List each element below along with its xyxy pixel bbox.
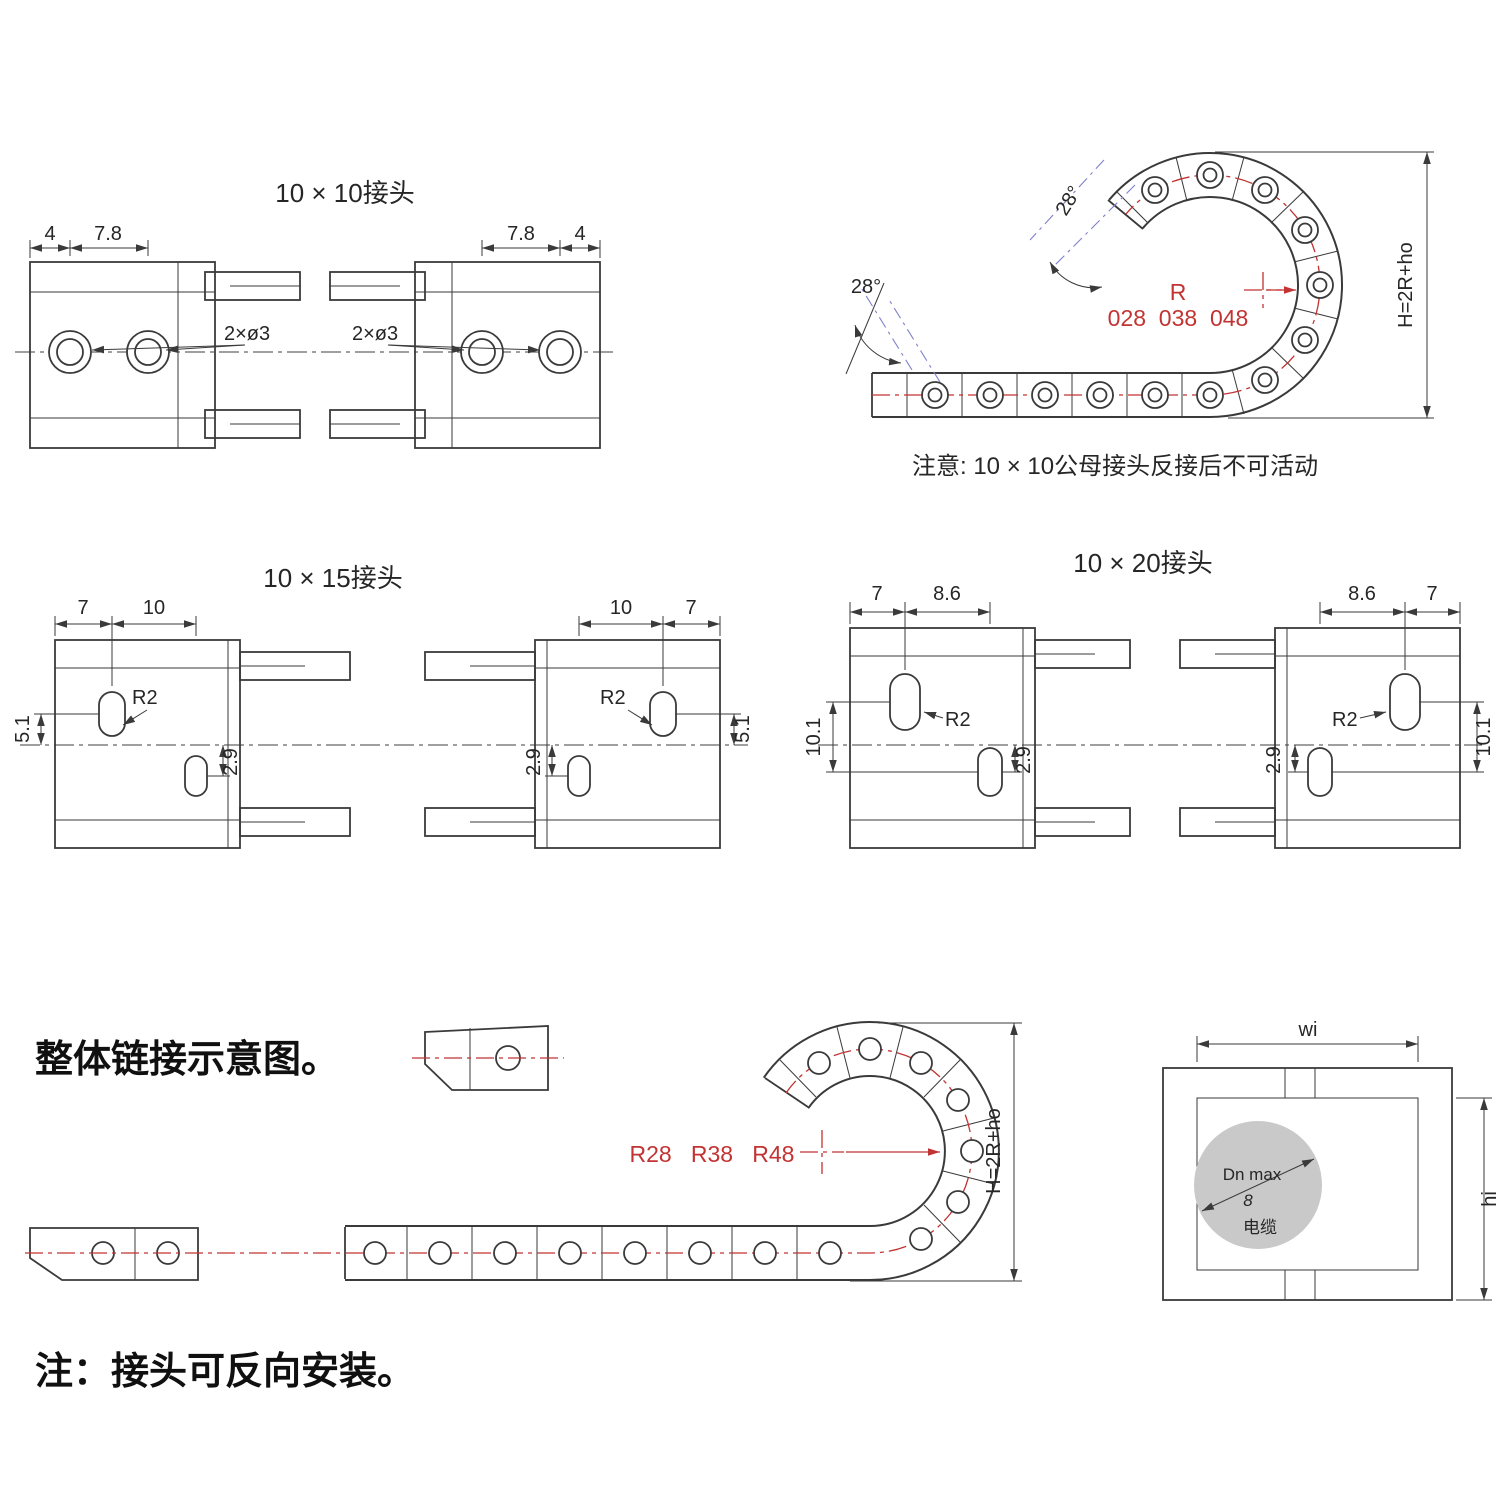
chain-top-note: 注意: 10 × 10公母接头反接后不可活动 bbox=[912, 453, 1318, 480]
dim-7-right: 7 bbox=[685, 597, 696, 619]
dim-8p6-right: 8.6 bbox=[1348, 583, 1376, 605]
cross-section: Dn max 8 电缆 wi hi bbox=[1162, 1019, 1500, 1301]
dim-7-left: 7 bbox=[871, 583, 882, 605]
joint-10x15-left-connector: 7 10 5.1 2.9 R2 bbox=[12, 597, 351, 849]
overview-section: 整体链接示意图。 bbox=[25, 1021, 1022, 1393]
chain-link-pins bbox=[921, 161, 1334, 409]
angle-label-top: 28° bbox=[1052, 182, 1087, 219]
radius-values: 028 038 048 bbox=[1108, 305, 1249, 331]
r2-label-left: R2 bbox=[132, 687, 158, 709]
joint-10x10-right-connector: 7.8 4 2×ø3 bbox=[329, 223, 601, 449]
detached-link bbox=[412, 1025, 564, 1091]
joint-10x20-section: 10 × 20接头 7 8.6 10.1 bbox=[803, 548, 1495, 849]
cable-value: 8 bbox=[1243, 1191, 1253, 1210]
r2-label-right: R2 bbox=[1332, 709, 1358, 731]
dim-10p1-right: 10.1 bbox=[1473, 718, 1495, 757]
chain-link-pins bbox=[363, 1037, 984, 1265]
dim-10-left: 10 bbox=[143, 597, 165, 619]
overview-note: 注：接头可反向安装。 bbox=[35, 1351, 415, 1393]
radius-values: R28 R38 R48 bbox=[630, 1141, 795, 1167]
end-bracket bbox=[29, 1227, 199, 1281]
joint-10x15-section: 10 × 15接头 7 10 5.1 2.9 bbox=[12, 563, 754, 849]
dim-5p1-left: 5.1 bbox=[12, 715, 34, 743]
r2-label-right: R2 bbox=[600, 687, 626, 709]
frame-outer bbox=[1162, 1067, 1453, 1301]
height-label-top: H=2R+ho bbox=[1395, 242, 1417, 328]
joint-10x15-right-connector: 10 7 5.1 2.9 R2 bbox=[424, 597, 754, 849]
inner-width-label: wi bbox=[1298, 1019, 1318, 1041]
dim-4-right: 4 bbox=[574, 223, 585, 245]
joint-10x20-right-connector: 8.6 7 10.1 2.9 R2 bbox=[1179, 583, 1495, 849]
chain-band-outline bbox=[872, 152, 1344, 418]
dim-8p6-left: 8.6 bbox=[933, 583, 961, 605]
dim-10-right: 10 bbox=[610, 597, 632, 619]
dim-7-left: 7 bbox=[77, 597, 88, 619]
inner-height-label: hi bbox=[1479, 1191, 1500, 1207]
joint-10x10-section: 10 × 10接头 4 7.8 2×ø3 bbox=[15, 178, 618, 449]
dim-7p8-right: 7.8 bbox=[507, 223, 535, 245]
dim-2p9-right: 2.9 bbox=[523, 748, 545, 776]
dim-5p1-right: 5.1 bbox=[732, 715, 754, 743]
cable-max-label: Dn max bbox=[1223, 1165, 1282, 1184]
radius-letter: R bbox=[1170, 279, 1187, 305]
dim-4-left: 4 bbox=[44, 223, 55, 245]
r2-label-left: R2 bbox=[945, 709, 971, 731]
chain-top-section: 28° 28° R 028 038 048 H=2R+ho 注意: 10 × 1… bbox=[845, 151, 1434, 480]
hole-callout-right: 2×ø3 bbox=[352, 323, 398, 345]
dim-2p9-left: 2.9 bbox=[1013, 746, 1035, 774]
height-label-bottom: H=2R+ho bbox=[983, 1108, 1005, 1194]
dim-7-right: 7 bbox=[1426, 583, 1437, 605]
joint-10x10-left-connector: 4 7.8 2×ø3 bbox=[29, 223, 301, 449]
joint-10x20-left-connector: 7 8.6 10.1 2.9 R2 bbox=[803, 583, 1131, 849]
angle-label-left: 28° bbox=[851, 276, 881, 298]
overview-label: 整体链接示意图。 bbox=[35, 1039, 339, 1081]
cable-text: 电缆 bbox=[1243, 1218, 1277, 1237]
joint-10x15-title: 10 × 15接头 bbox=[263, 563, 402, 593]
joint-10x10-title: 10 × 10接头 bbox=[275, 178, 414, 208]
joint-10x20-title: 10 × 20接头 bbox=[1073, 548, 1212, 578]
dim-10p1-left: 10.1 bbox=[803, 718, 825, 757]
hole-callout-left: 2×ø3 bbox=[224, 323, 270, 345]
dim-2p9-left: 2.9 bbox=[220, 748, 242, 776]
dim-2p9-right: 2.9 bbox=[1263, 746, 1285, 774]
dim-7p8-left: 7.8 bbox=[94, 223, 122, 245]
